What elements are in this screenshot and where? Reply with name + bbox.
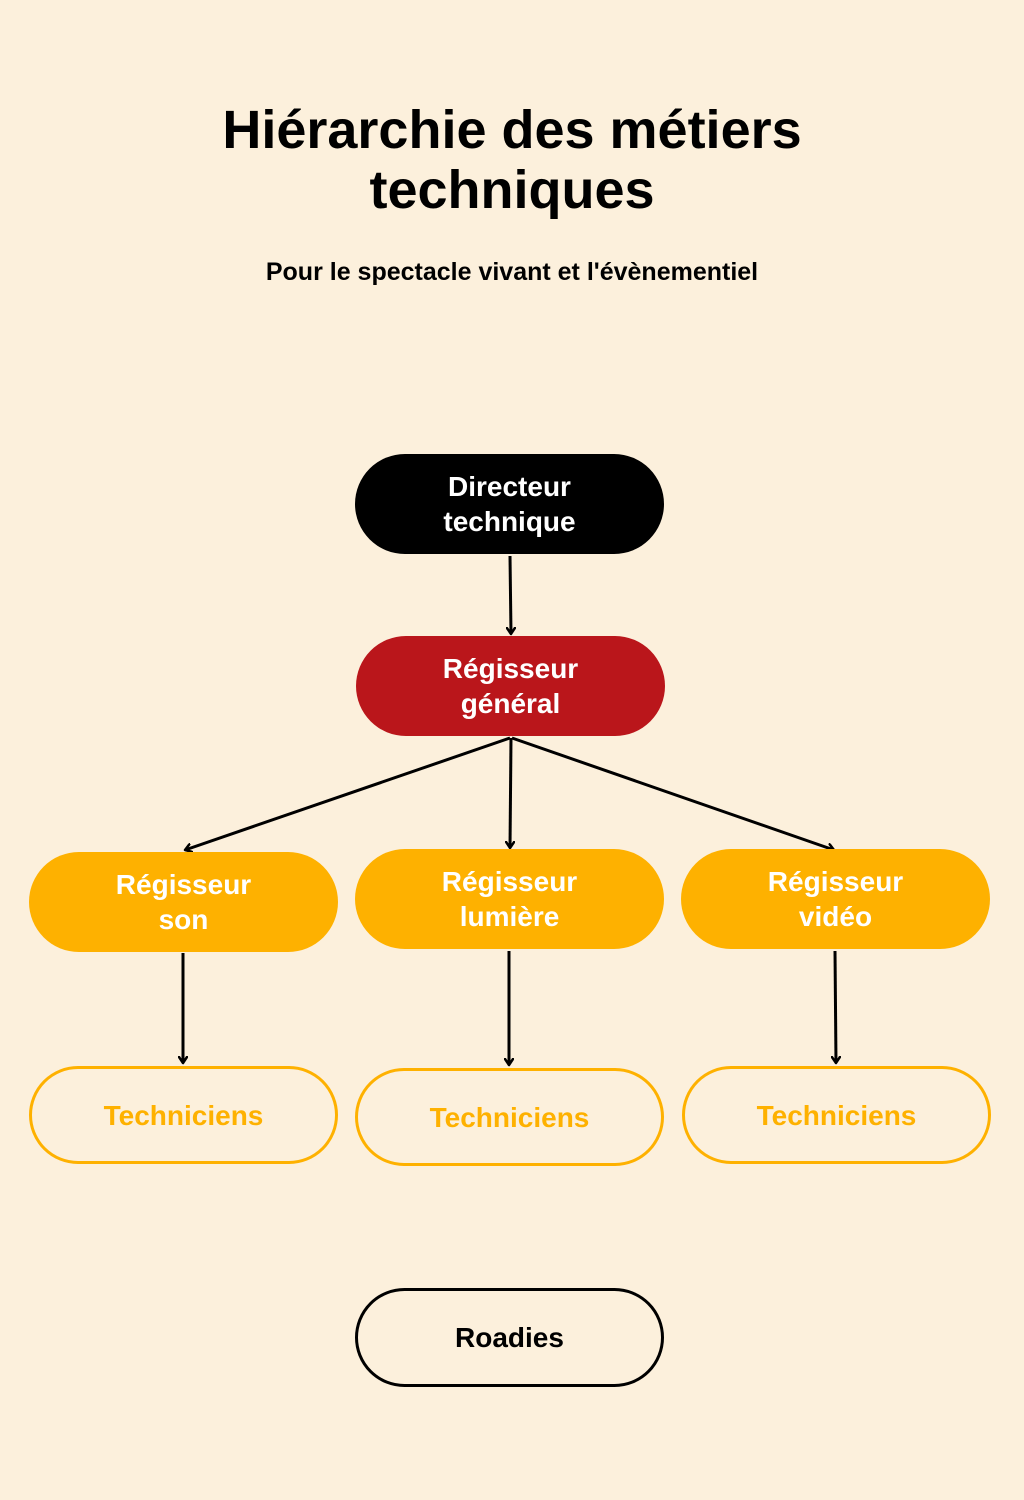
node-techniciens-lumiere-label: Techniciens xyxy=(429,1101,590,1133)
node-video-line-2: vidéo xyxy=(798,901,873,932)
node-regisseur-lumiere: Régisseur lumière xyxy=(355,849,664,949)
node-lumiere-line-2: lumière xyxy=(459,901,560,932)
title-line-1: Hiérarchie des métiers xyxy=(222,100,802,160)
node-directeur-technique: Directeur technique xyxy=(355,454,664,554)
arrow-video-to-techniciens xyxy=(835,950,836,1063)
node-general-line-2: général xyxy=(460,688,561,719)
node-son-line-1: Régisseur xyxy=(115,869,252,900)
node-roadies: Roadies xyxy=(355,1288,664,1387)
title-line-2: techniques xyxy=(369,160,655,220)
node-regisseur-son: Régisseur son xyxy=(29,852,338,952)
node-roadies-label: Roadies xyxy=(455,1322,564,1353)
node-techniciens-video-label: Techniciens xyxy=(756,1099,917,1131)
node-techniciens-son-label: Techniciens xyxy=(103,1099,264,1131)
node-son-line-2: son xyxy=(158,904,209,935)
node-video-line-1: Régisseur xyxy=(767,866,904,897)
arrow-directeur-to-general xyxy=(510,555,511,634)
arrow-general-to-video xyxy=(511,736,834,850)
node-lumiere-line-1: Régisseur xyxy=(441,866,578,897)
node-techniciens-lumiere: Techniciens xyxy=(355,1068,664,1166)
page-title: Hiérarchie des métiers techniques xyxy=(0,100,1024,220)
arrow-general-to-lumiere xyxy=(510,737,511,848)
node-directeur-line-2: technique xyxy=(443,506,576,537)
arrow-general-to-son xyxy=(185,736,511,850)
node-regisseur-video: Régisseur vidéo xyxy=(681,849,990,949)
node-techniciens-video: Techniciens xyxy=(682,1066,991,1164)
page-subtitle: Pour le spectacle vivant et l'évènementi… xyxy=(265,258,759,286)
node-directeur-line-1: Directeur xyxy=(448,471,571,502)
node-techniciens-son: Techniciens xyxy=(29,1066,338,1164)
node-general-line-1: Régisseur xyxy=(442,653,579,684)
node-regisseur-general: Régisseur général xyxy=(356,636,665,736)
